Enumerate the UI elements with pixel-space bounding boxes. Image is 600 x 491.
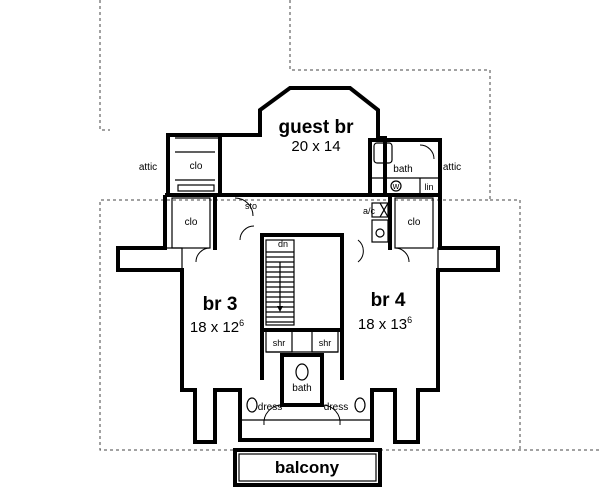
ac-label: a/c xyxy=(363,206,376,216)
br4-name: br 4 xyxy=(371,290,406,311)
w-label: w xyxy=(392,181,400,191)
br4-dims: 18 x 136 xyxy=(358,315,412,333)
br3-dims: 18 x 126 xyxy=(190,318,244,336)
closets xyxy=(171,197,434,263)
sto-label: sto xyxy=(245,201,257,211)
balcony-structure xyxy=(233,448,382,487)
dress-label-right: dress xyxy=(324,402,348,413)
balcony-name: balcony xyxy=(275,458,340,477)
dn-label: dn xyxy=(278,239,288,249)
guest-bedroom-walls xyxy=(175,86,387,195)
bath-label-top: bath xyxy=(393,164,412,175)
dress-label-left: dress xyxy=(258,402,282,413)
roof-outline xyxy=(99,0,600,451)
showers xyxy=(265,329,339,353)
br3-name: br 3 xyxy=(203,294,238,315)
stair xyxy=(260,233,344,380)
corridor xyxy=(165,193,440,250)
shr-label-right: shr xyxy=(319,338,332,348)
shr-label-left: shr xyxy=(273,338,286,348)
sto-ac xyxy=(234,197,389,263)
clo-label-left: clo xyxy=(185,217,198,228)
room-labels: guest br 20 x 14 br 3 18 x 126 br 4 18 x… xyxy=(139,117,461,477)
main-perimeter xyxy=(116,195,500,444)
center-bath xyxy=(240,353,372,426)
guest-br-dims: 20 x 14 xyxy=(291,138,340,155)
guest-br-name: guest br xyxy=(279,117,355,138)
clo-label-right: clo xyxy=(408,217,421,228)
bath-label-center: bath xyxy=(292,383,311,394)
clo-label-top: clo xyxy=(190,161,203,172)
attic-label-right: attic xyxy=(443,162,461,173)
attic-label-left: attic xyxy=(139,162,157,173)
lin-label: lin xyxy=(424,182,433,192)
